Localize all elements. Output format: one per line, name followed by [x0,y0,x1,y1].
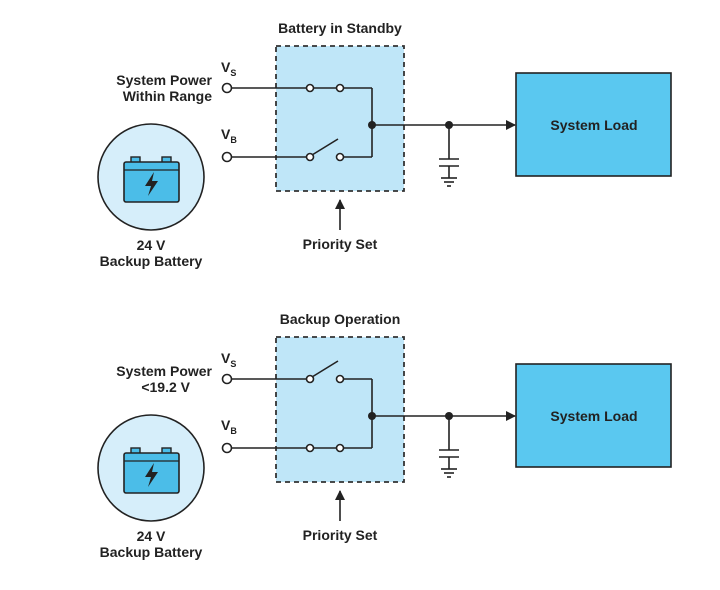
battery-label-line2: Backup Battery [100,253,203,269]
battery-lightning-icon [123,156,180,203]
vb-switch-contact-right [335,443,345,453]
vs-symbol: VS [221,350,236,369]
system-power-label-line2: Within Range [123,88,213,104]
priority-switch-box [275,45,405,192]
ground-symbol [441,177,457,187]
ground-symbol [441,468,457,478]
bus-junction [368,121,376,129]
vb-input-terminal [221,442,233,454]
system-load-box [515,72,672,177]
system-power-label-line1: System Power [116,363,212,379]
vb-switch-contact-left [305,152,315,162]
system-load-label: System Load [550,408,637,424]
output-capacitor [439,125,459,178]
vs-switch-contact-left [305,83,315,93]
priority-set-label: Priority Set [303,527,378,543]
vs-switch-contact-right [335,374,345,384]
bus-junction [368,412,376,420]
battery-label-line1: 24 V [137,528,166,544]
panel-title: Battery in Standby [278,20,402,36]
battery-label-line2: Backup Battery [100,544,203,560]
vb-input-terminal [221,151,233,163]
vs-input-terminal [221,82,233,94]
panel-battery-standby: Battery in Standby System Power Within R… [97,20,672,269]
system-power-label-line1: System Power [116,72,212,88]
system-load-box [515,363,672,468]
system-power-label-line2: <19.2 V [141,379,190,395]
output-capacitor [439,416,459,469]
panel-title: Backup Operation [280,311,401,327]
vs-input-terminal [221,373,233,385]
vs-switch-contact-left [305,374,315,384]
priority-switch-box [275,336,405,483]
vs-symbol: VS [221,59,236,78]
vb-switch-contact-right [335,152,345,162]
vs-switch-blade [311,360,339,378]
system-load-label: System Load [550,117,637,133]
vb-symbol: VB [221,126,237,145]
panel-backup-operation: Backup Operation System Power <19.2 V VS… [97,311,672,560]
priority-set-label: Priority Set [303,236,378,252]
battery-label-line1: 24 V [137,237,166,253]
vb-switch-contact-left [305,443,315,453]
vb-symbol: VB [221,417,237,436]
battery-lightning-icon [123,447,180,494]
vs-switch-contact-right [335,83,345,93]
vb-switch-blade [311,138,339,156]
